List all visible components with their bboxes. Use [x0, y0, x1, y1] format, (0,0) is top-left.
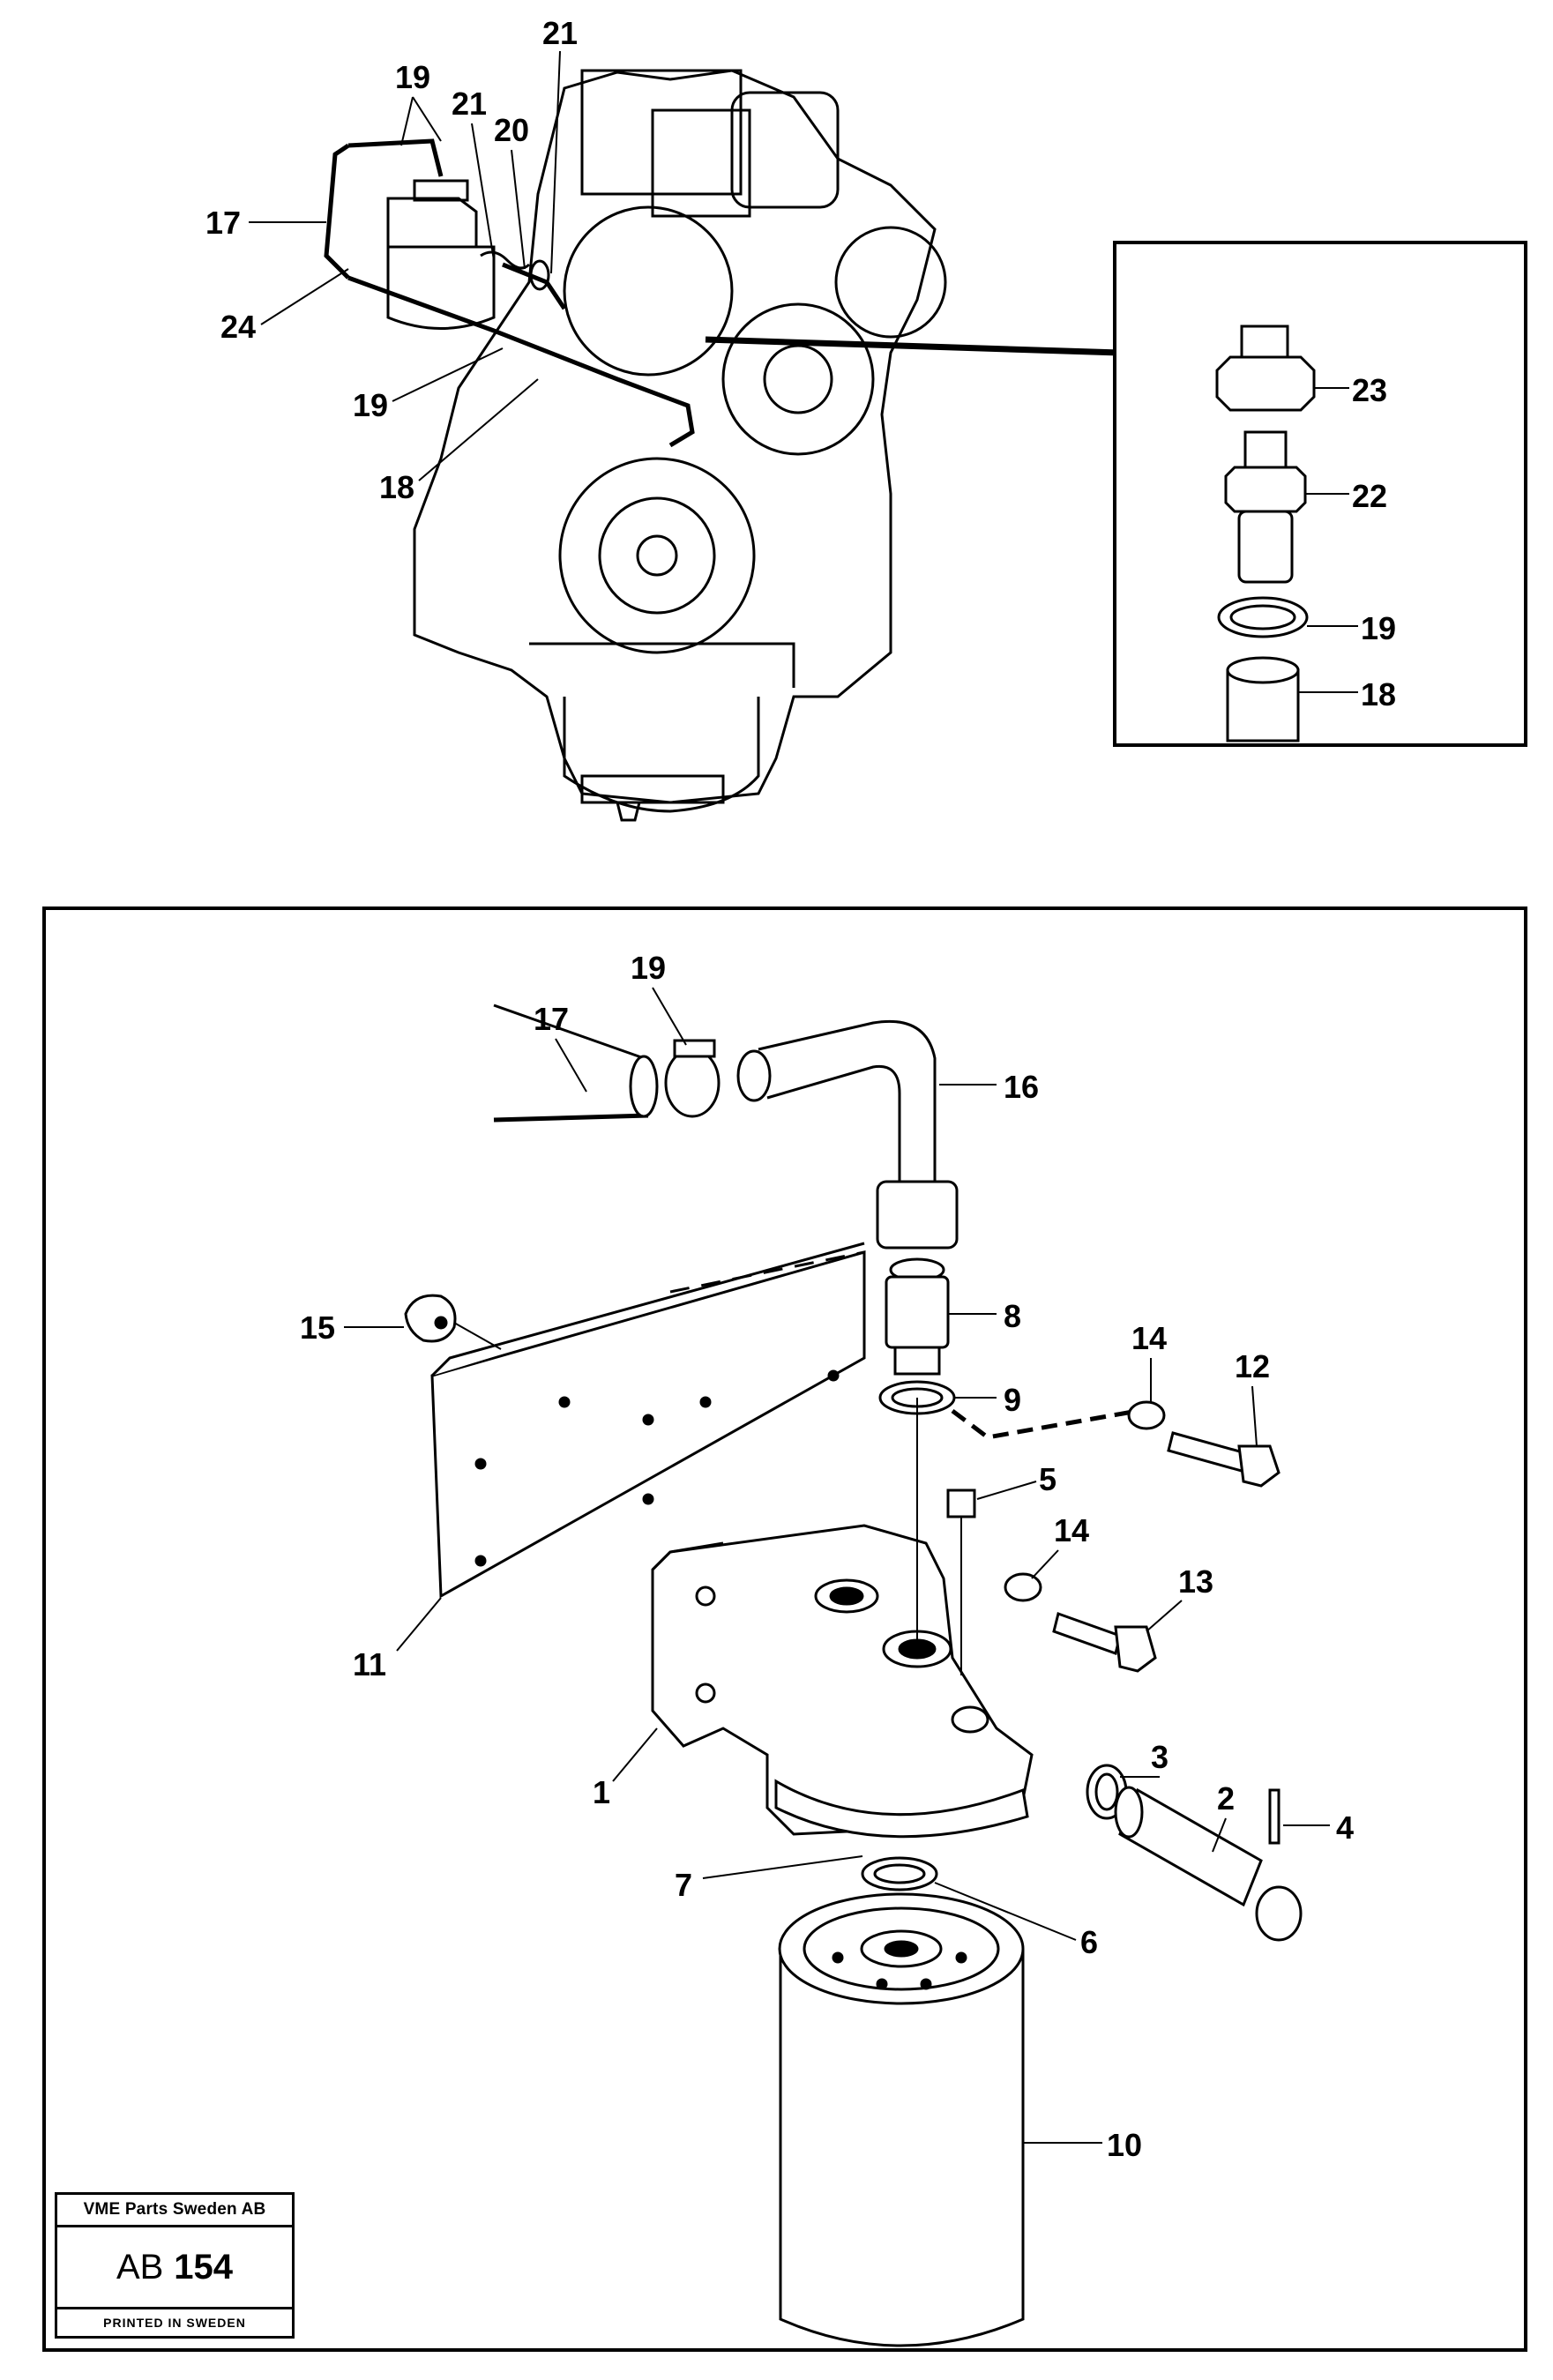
company-name: VME Parts Sweden AB	[57, 2195, 292, 2227]
callout-label: 17	[205, 205, 241, 241]
callout-label: 18	[379, 469, 414, 505]
callout-label: 16	[1004, 1069, 1039, 1105]
callout-label: 3	[1151, 1739, 1168, 1775]
callout-label: 4	[1336, 1809, 1354, 1846]
callout-label: 21	[542, 15, 578, 51]
callout-label: 14	[1131, 1320, 1167, 1356]
callout-label: 19	[353, 387, 388, 423]
exploded-callouts: 19 17 16 8 15 9 14 12 5 14 13 11 1 3 2 4…	[300, 950, 1354, 2163]
callout-label: 18	[1361, 676, 1396, 713]
title-block: VME Parts Sweden AB AB 154 PRINTED IN SW…	[55, 2192, 295, 2339]
callout-label: 2	[1217, 1780, 1235, 1817]
callout-label: 8	[1004, 1298, 1021, 1334]
callout-label: 14	[1054, 1512, 1089, 1548]
callout-label: 9	[1004, 1382, 1021, 1418]
engine-overview	[324, 69, 947, 822]
callout-label: 17	[534, 1001, 569, 1037]
callout-label: 21	[452, 86, 487, 122]
code-number: 154	[174, 2247, 234, 2287]
callout-label: 5	[1039, 1461, 1056, 1497]
callout-label: 15	[300, 1309, 335, 1346]
callout-label: 12	[1235, 1348, 1270, 1384]
printed-note: PRINTED IN SWEDEN	[57, 2307, 292, 2336]
inset-callouts: 23 22 19 18	[1298, 372, 1396, 713]
callout-label: 13	[1178, 1563, 1213, 1600]
callout-label: 19	[395, 59, 430, 95]
inset-detail	[1113, 241, 1527, 747]
drawing-code: AB 154	[57, 2227, 292, 2307]
callout-label: 6	[1080, 1924, 1098, 1960]
callout-label: 7	[675, 1867, 692, 1903]
callout-label: 19	[631, 950, 666, 986]
callout-label: 10	[1107, 2127, 1142, 2163]
callout-label: 11	[353, 1646, 386, 1682]
callout-label: 1	[593, 1774, 610, 1810]
callout-label: 23	[1352, 372, 1387, 408]
callout-label: 22	[1352, 478, 1387, 514]
callout-label: 24	[220, 309, 256, 345]
callout-label: 20	[494, 112, 529, 148]
top-callouts: 21 19 21 20 17 24 19 18	[205, 15, 1121, 505]
callout-label: 19	[1361, 610, 1396, 646]
code-prefix: AB	[116, 2247, 164, 2287]
exploded-view	[404, 1003, 1303, 2347]
exploded-view-frame	[42, 906, 1527, 2352]
